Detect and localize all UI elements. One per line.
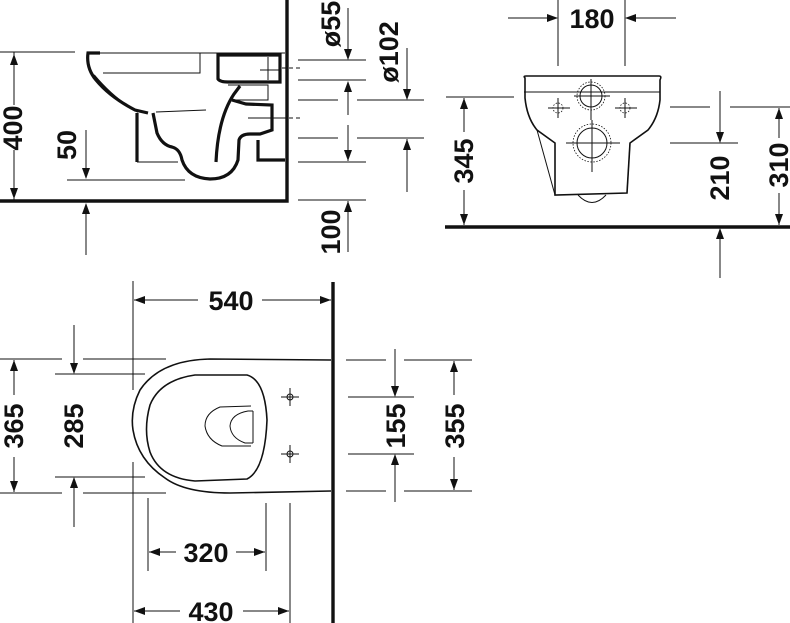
rear-view: 180 345 210 310 (445, 0, 790, 278)
dim-seat-width: 285 (59, 403, 89, 448)
fixing-hole-left-icon (548, 98, 570, 118)
dim-rear-width: 355 (440, 403, 470, 448)
dim-width-total: 365 (0, 403, 29, 448)
dim-fixing-hole-spacing: 155 (381, 403, 411, 448)
dim-bottom-clearance: 100 (316, 209, 346, 254)
rear-toilet-outline (523, 75, 662, 203)
dim-outlet-centre-height: 210 (705, 155, 735, 200)
plan-fixing-hole-bottom-icon (281, 445, 299, 463)
plan-view: 540 365 285 155 355 (0, 281, 472, 623)
dim-height-total: 400 (0, 105, 28, 150)
dim-inlet-diameter: ø55 (316, 1, 346, 48)
dim-top-height: 345 (449, 138, 479, 183)
dim-bowl-bottom-offset: 50 (52, 130, 82, 160)
plan-fixing-hole-top-icon (281, 388, 299, 406)
side-wall-line (0, 0, 289, 203)
plan-toilet-outline (131, 358, 332, 494)
dim-inlet-height: 310 (764, 142, 790, 187)
side-toilet-outline (86, 51, 285, 181)
dim-projection: 540 (208, 286, 253, 316)
side-view: 400 50 ø55 ø102 100 (0, 0, 424, 255)
dim-outlet-diameter: ø102 (374, 21, 404, 83)
fixing-hole-right-icon (615, 98, 637, 118)
dim-fixing-bolt-spacing: 180 (569, 4, 614, 34)
dim-seat-length: 430 (188, 597, 233, 623)
dim-bowl-opening-length: 320 (183, 538, 228, 568)
